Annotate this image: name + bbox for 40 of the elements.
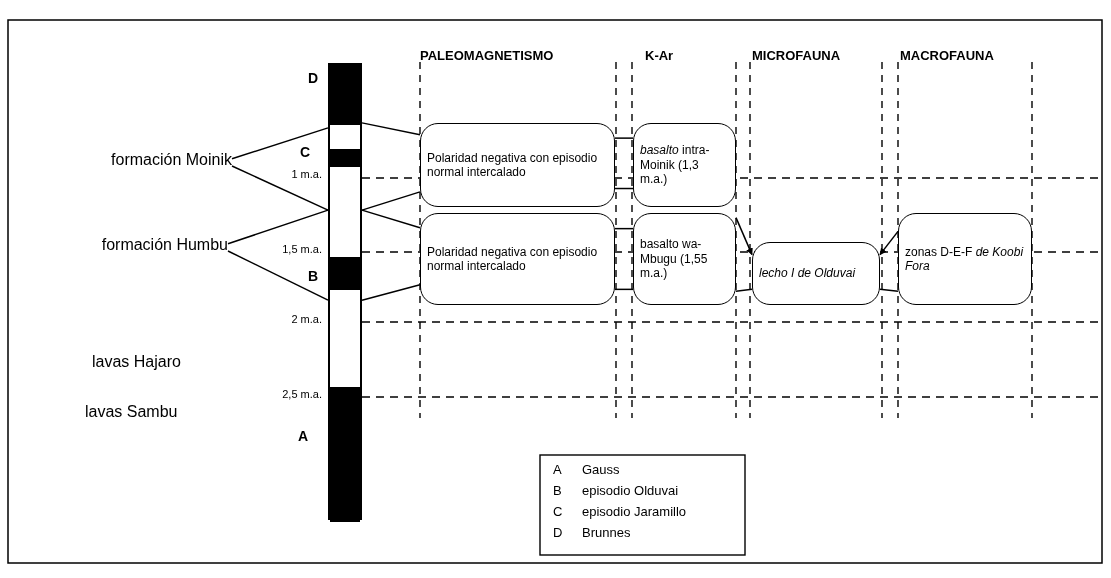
connector-line [361,284,421,301]
rounded-box: basalto wa-Mbugu (1,55 m.a.) [633,213,736,305]
connector-line [735,288,753,292]
rounded-box: zonas D-E-F de Koobi Fora [898,213,1032,305]
arrow [735,216,753,256]
legend-text: episodio Olduvai [582,483,679,498]
connector-line [361,209,421,229]
connector-line [227,250,329,301]
connector-line [361,191,421,211]
formation-label: formación Moinik [40,148,232,172]
magnetic-polarity-column [328,63,362,520]
legend-key: B [553,483,562,498]
chron-letter: A [298,428,309,444]
legend-text: Gauss [582,462,620,477]
rounded-box: Polaridad negativa con episodio normal intercalado [420,123,615,207]
rounded-box: basalto intra-Moinik (1,3 m.a.) [633,123,736,207]
connector-line [614,137,634,139]
connector-line [361,122,421,136]
rounded-box: Polaridad negativa con episodio normal intercalado [420,213,615,305]
legend-text: Brunnes [582,525,631,540]
chron-letter: B [308,268,319,284]
column-header: MACROFAUNA [900,48,994,63]
column-header: PALEOMAGNETISMO [420,48,554,63]
connector-line [231,127,329,160]
connector-line [879,288,899,292]
legend-key: A [553,462,562,477]
formation-label: lavas Sambu [85,403,178,421]
formation-label: formación Humbu [28,233,228,257]
legend-key: D [553,525,563,540]
chron-letter: C [300,144,311,160]
chron-letter: D [308,70,319,86]
legend-text: episodio Jaramillo [582,504,687,519]
rounded-box: lecho I de Olduvai [752,242,880,305]
connector-line [231,165,329,211]
formation-label: lavas Hajaro [92,353,181,371]
legend-key: C [553,504,563,519]
column-header: MICROFAUNA [752,48,841,63]
column-header: K-Ar [645,48,674,63]
connector-line [227,209,329,245]
arrow [879,230,899,256]
